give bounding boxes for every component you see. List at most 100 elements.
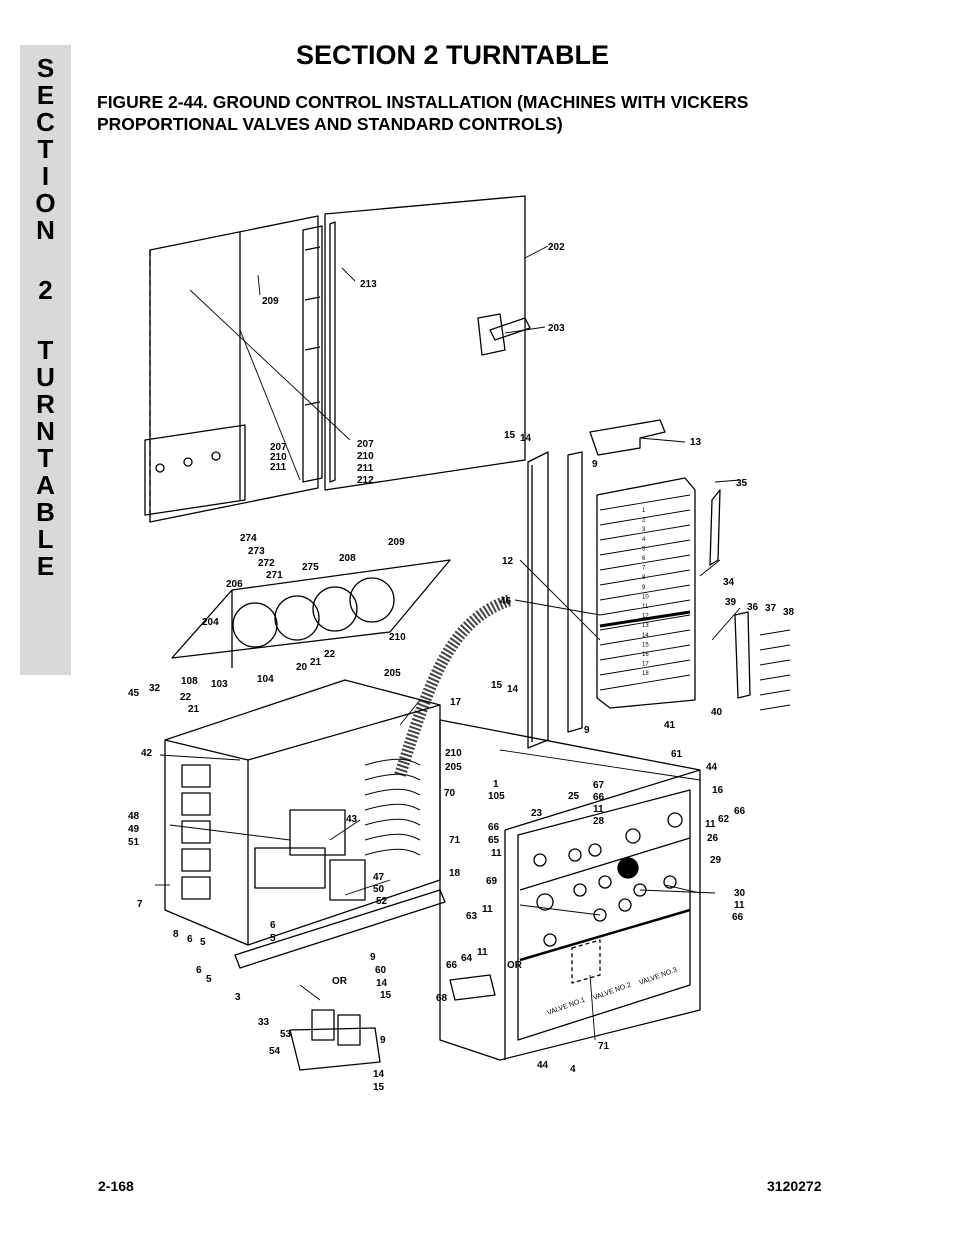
callout: 210 [270, 452, 287, 463]
callout: 68 [436, 993, 448, 1004]
callout: 203 [548, 323, 565, 334]
callout: 64 [461, 953, 473, 964]
callout: 210 [389, 632, 406, 643]
callout: 52 [376, 896, 388, 907]
terminal-number: 6 [642, 556, 646, 562]
callout: 66 [488, 822, 500, 833]
callout: 45 [128, 688, 140, 699]
callout: 11 [482, 904, 493, 915]
side-tab-letter: T [37, 335, 54, 365]
callout: 37 [765, 603, 777, 614]
callout: 20 [296, 662, 308, 673]
callout: 16 [712, 785, 724, 796]
callout: 207 [357, 439, 374, 450]
callout: 1 [493, 779, 499, 790]
callout: 30 [734, 888, 746, 899]
callout: 44 [706, 762, 718, 773]
callout: 23 [531, 808, 543, 819]
callout: 108 [181, 676, 198, 687]
callout: 47 [373, 872, 385, 883]
callout: 4 [570, 1064, 576, 1075]
terminal-number: 1 [642, 508, 646, 514]
callout: 104 [257, 674, 274, 685]
callout: 34 [723, 577, 735, 588]
callout: 273 [248, 546, 265, 557]
callout: 6 [187, 934, 193, 945]
callout: 14 [376, 978, 388, 989]
callout: 62 [718, 814, 730, 825]
callout: 9 [370, 952, 376, 963]
callout: 206 [226, 579, 243, 590]
callout: 7 [137, 899, 143, 910]
callout: 33 [258, 1017, 270, 1028]
callout: 9 [380, 1035, 386, 1046]
callout: 12 [502, 556, 514, 567]
callout: 8 [173, 929, 179, 940]
callout: 22 [324, 649, 336, 660]
figure-title: FIGURE 2-44. GROUND CONTROL INSTALLATION… [97, 92, 749, 134]
section-title: SECTION 2 TURNTABLE [296, 40, 610, 70]
callout: 14 [507, 684, 519, 695]
callout: 71 [598, 1041, 610, 1052]
side-tab-letter: O [35, 188, 56, 218]
callout: 11 [491, 848, 502, 859]
callout: 65 [488, 835, 500, 846]
side-tab-letter: S [36, 53, 55, 83]
callout: 71 [449, 835, 461, 846]
callout: 41 [664, 720, 676, 731]
side-tab-letter: L [37, 524, 54, 554]
side-tab-letter: B [36, 497, 55, 527]
terminal-number: 3 [642, 527, 646, 533]
callout: 54 [269, 1046, 281, 1057]
callout: 18 [449, 868, 461, 879]
callout: 6 [196, 965, 202, 976]
callout: 11 [705, 819, 716, 830]
callout: 5 [206, 974, 212, 985]
callout: 61 [671, 749, 683, 760]
callout: 275 [302, 562, 319, 573]
callout: 21 [188, 704, 200, 715]
callout: 13 [690, 437, 702, 448]
document-number: 3120272 [767, 1178, 822, 1194]
callout: 15 [491, 680, 503, 691]
terminal-number: 12 [642, 614, 649, 620]
callout: 213 [360, 279, 377, 290]
callout: 11 [477, 947, 488, 958]
valve-label: VALVE NO.2 [592, 982, 632, 1002]
or-label: OR [507, 960, 523, 971]
callout: 6 [270, 920, 276, 931]
callout: 211 [270, 462, 287, 473]
terminal-number: 18 [642, 671, 649, 677]
or-label: OR [332, 976, 348, 987]
side-tab-letter: E [36, 80, 55, 110]
callout: 50 [373, 884, 385, 895]
terminal-number: 5 [642, 546, 646, 552]
callout: 5 [270, 933, 276, 944]
callout: 271 [266, 570, 283, 581]
terminal-number: 14 [642, 633, 649, 639]
terminal-number: 4 [642, 537, 646, 543]
callout: 28 [593, 816, 605, 827]
callout: 22 [180, 692, 192, 703]
callout: 66 [732, 912, 744, 923]
callout: 17 [450, 697, 462, 708]
callout: 69 [486, 876, 498, 887]
callout: 3 [235, 992, 241, 1003]
callout: 21 [310, 657, 322, 668]
callout: 274 [240, 533, 257, 544]
callout: 29 [710, 855, 722, 866]
side-tab-letter: I [41, 161, 50, 191]
terminal-number: 7 [642, 566, 646, 572]
callout: 202 [548, 242, 565, 253]
valve-label: VALVE NO.3 [638, 967, 678, 987]
side-tab-letter: T [37, 443, 54, 473]
callout: 15 [504, 430, 516, 441]
callout: 210 [445, 748, 462, 759]
callout: 26 [707, 833, 719, 844]
page-number: 2-168 [98, 1178, 134, 1194]
callout: 212 [357, 475, 374, 486]
side-tab-letter: A [36, 470, 55, 500]
callout: 208 [339, 553, 356, 564]
